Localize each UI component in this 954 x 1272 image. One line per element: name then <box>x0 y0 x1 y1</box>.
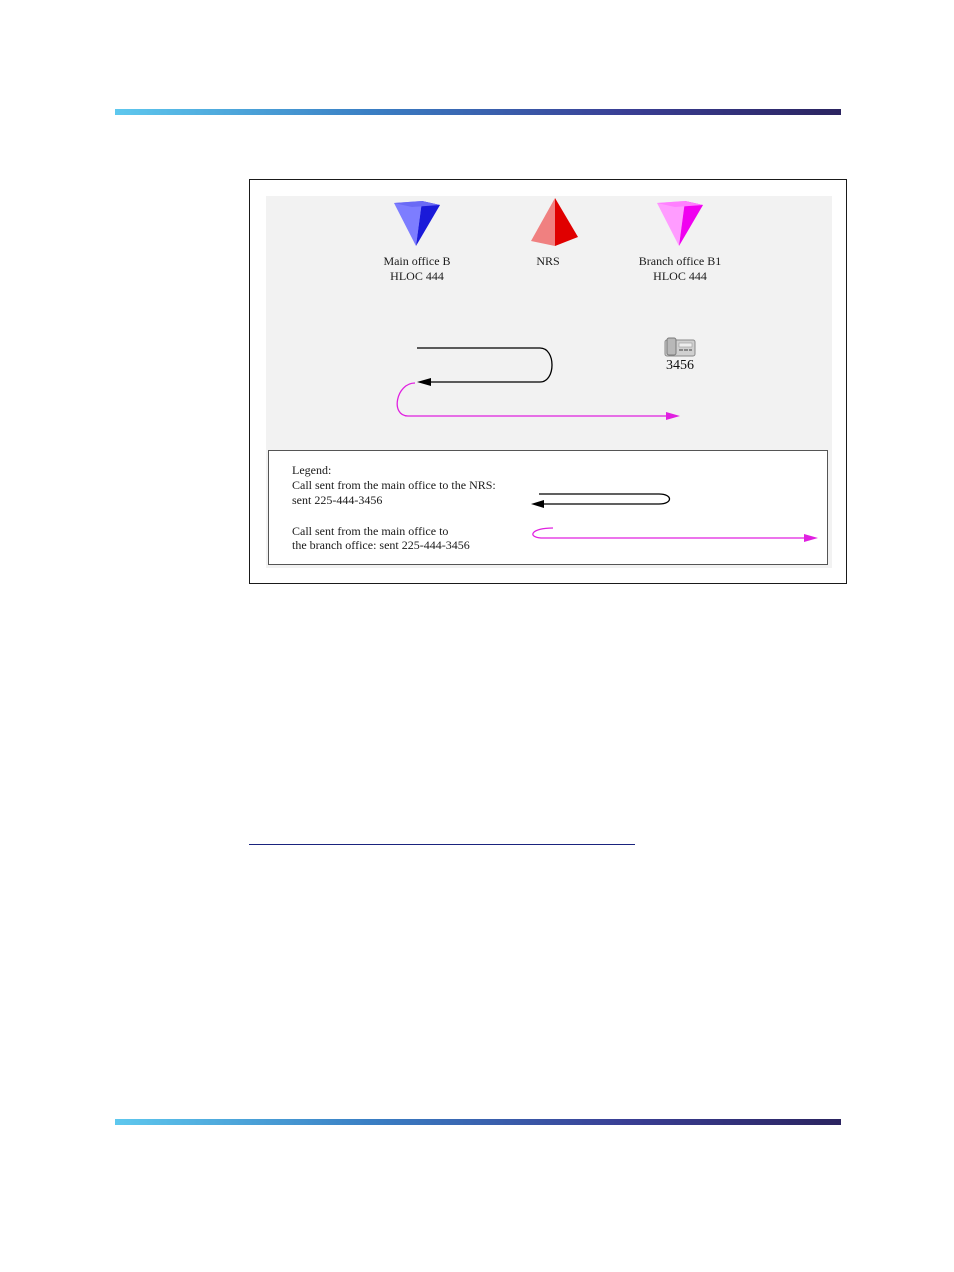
header-gradient-bar <box>115 109 841 115</box>
call-to-branch-arrowhead <box>666 412 680 420</box>
call-to-nrs-arrow <box>417 348 552 382</box>
call-to-nrs-arrowhead <box>417 378 431 386</box>
call-to-branch-arrow <box>397 383 668 416</box>
call-flow-arrows <box>250 180 848 440</box>
diagram-figure: Main office B HLOC 444 NRS Branch office… <box>249 179 847 584</box>
footer-gradient-bar <box>115 1119 841 1125</box>
legend-box: Legend: Call sent from the main office t… <box>268 450 828 565</box>
hyperlink-underline[interactable] <box>249 844 635 845</box>
legend-branch-arrow <box>533 528 807 538</box>
legend-nrs-arrow <box>269 451 829 566</box>
